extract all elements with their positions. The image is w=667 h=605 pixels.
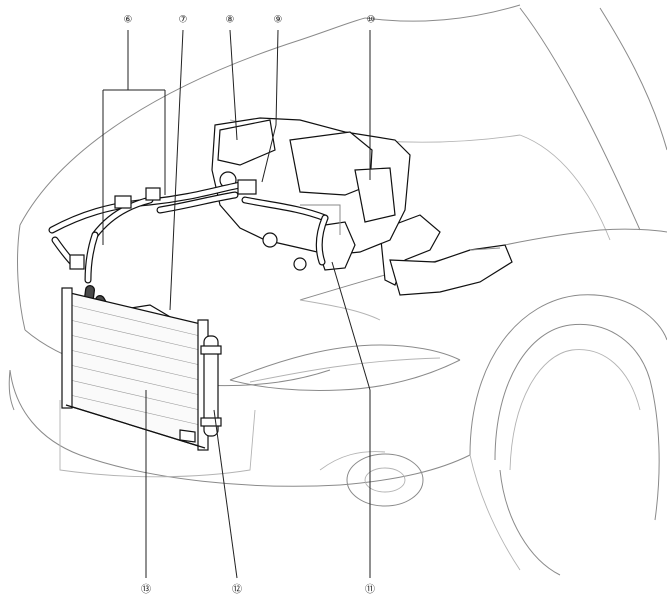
callout-13: ⑬ [141, 584, 151, 596]
leader-lines [102, 29, 371, 579]
callout-6-label: ⑥ [124, 15, 133, 26]
callout-9: ⑨ [274, 15, 283, 26]
callout-12: ⑫ [232, 584, 242, 596]
condenser [61, 287, 209, 451]
receiver-drier [200, 335, 222, 437]
callout-10-label: ⑩ [367, 15, 376, 26]
callout-10: ⑩ [367, 15, 376, 26]
callout-7-label: ⑦ [179, 15, 188, 26]
condenser-fins [69, 304, 201, 426]
refrigerant-pipes [48, 179, 329, 284]
car-body-outline [8, 4, 667, 576]
callout-12-label: ⑫ [232, 584, 242, 596]
hvac-unit [211, 117, 411, 271]
callout-13-label: ⑬ [141, 584, 151, 596]
callout-8-label: ⑧ [226, 15, 235, 26]
radiator-support-bracket [379, 214, 513, 296]
callout-11: ⑪ [365, 584, 375, 596]
callout-8: ⑧ [226, 15, 235, 26]
callout-6: ⑥ [124, 15, 133, 26]
callout-7: ⑦ [179, 15, 188, 26]
callout-9-label: ⑨ [274, 15, 283, 26]
callout-11-label: ⑪ [365, 584, 375, 596]
